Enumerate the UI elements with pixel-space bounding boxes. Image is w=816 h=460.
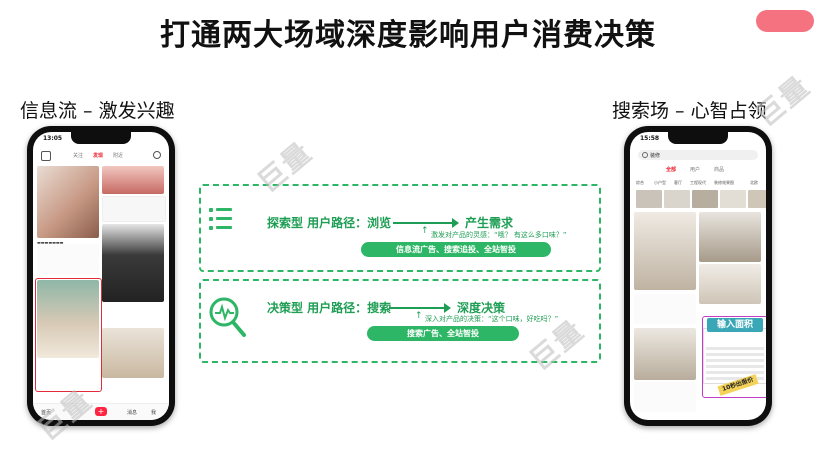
result-tabs: 全部 用户 商品 [630, 164, 766, 174]
explore-result: 产生需求 [465, 216, 514, 230]
right-phone-screen: 15:58 装修 全部 用户 商品 综合 小户型 客厅 工程现代 装修效果图 北… [630, 132, 766, 420]
page-title: 打通两大场域深度影响用户消费决策 [160, 18, 656, 53]
tab-users[interactable]: 用户 [690, 167, 701, 173]
magnifier-pulse-icon [209, 297, 246, 337]
decision-result: 深度决策 [457, 301, 506, 315]
tab-nearby[interactable]: 附近 [113, 153, 124, 159]
result-card-text[interactable] [634, 294, 696, 324]
result-card-room[interactable] [634, 328, 696, 380]
tab-messages[interactable]: 消息 [127, 410, 138, 416]
explore-ad-pill: 信息流广告、搜索追投、全站智投 [361, 242, 551, 257]
tab-all[interactable]: 全部 [666, 167, 677, 173]
thumb[interactable] [636, 190, 662, 208]
panel-explore: 探索型 用户路径：浏览 产生需求 ↑ 激发对产品的灵感：“哦？ 有这么多口味？”… [199, 184, 601, 272]
up-arrow-icon: ↑ [421, 226, 429, 236]
left-phone-screen: 13:05 关注 发现 附近 ▬▬▬▬▬▬▬ 首页 + 消息 我 [33, 132, 169, 420]
tab-home[interactable]: 首页 [41, 410, 52, 416]
tab-follow[interactable]: 关注 [73, 153, 84, 159]
result-card-text2[interactable] [634, 382, 696, 412]
left-section-label: 信息流 – 激发兴趣 [20, 100, 175, 122]
chip[interactable]: 小户型 [654, 180, 666, 185]
chip[interactable]: 综合 [636, 180, 644, 185]
arrow-icon [389, 303, 451, 313]
search-icon[interactable] [153, 151, 161, 159]
result-card-kitchen[interactable] [699, 264, 761, 304]
thumb[interactable] [748, 190, 766, 208]
chip[interactable]: 客厅 [674, 180, 682, 185]
explore-note: 激发对产品的灵感：“哦？ 有这么多口味？” [431, 231, 567, 239]
result-card-living[interactable] [699, 212, 761, 262]
left-phone-mockup: 13:05 关注 发现 附近 ▬▬▬▬▬▬▬ 首页 + 消息 我 [27, 126, 175, 426]
camera-icon[interactable] [41, 151, 51, 161]
feed-card-nails[interactable] [37, 166, 99, 238]
thumb[interactable] [664, 190, 690, 208]
search-query: 装修 [650, 153, 661, 159]
watermark: 巨量 [749, 69, 816, 134]
feed-card-text2[interactable] [37, 244, 99, 274]
panel-decision: 决策型 用户路径：搜索 深度决策 ↑ 深入对产品的决策：“这个口味，好吃吗？” … [199, 279, 601, 363]
tab-discover[interactable]: 发现 [93, 153, 104, 159]
phone-notch [668, 132, 728, 144]
explore-path-label: 探索型 用户路径：浏览 [267, 216, 392, 230]
feed-card-dress[interactable] [102, 224, 164, 302]
feed-top-nav: 关注 发现 附近 [33, 149, 169, 163]
red-blurred-badge [756, 10, 814, 32]
feed-card-caption: ▬▬▬▬▬▬▬ [37, 240, 64, 245]
decision-path-label: 决策型 用户路径：搜索 [267, 301, 392, 315]
ad-highlight-frame [35, 278, 102, 392]
ad-highlight-frame [702, 316, 766, 398]
thumb-row [630, 190, 766, 208]
right-section-label: 搜索场 – 心智占领 [612, 100, 767, 122]
up-arrow-icon: ↑ [415, 311, 423, 321]
thumb[interactable] [720, 190, 746, 208]
chip[interactable]: 装修效果图 [714, 180, 734, 185]
post-plus-button[interactable]: + [95, 407, 107, 416]
result-card-interior[interactable] [634, 212, 696, 290]
chip[interactable]: 工程现代 [690, 180, 706, 185]
status-time: 13:05 [43, 135, 63, 142]
thumb[interactable] [692, 190, 718, 208]
bottom-tab-bar: 首页 + 消息 我 [33, 403, 169, 420]
feed-card-lips[interactable] [102, 166, 164, 194]
tab-products[interactable]: 商品 [714, 167, 725, 173]
chip[interactable]: 北欧 [750, 180, 758, 185]
list-icon [209, 206, 233, 232]
right-phone-mockup: 15:58 装修 全部 用户 商品 综合 小户型 客厅 工程现代 装修效果图 北… [624, 126, 772, 426]
feed-card-room[interactable] [102, 328, 164, 378]
feed-card-ad[interactable] [37, 280, 99, 358]
input-area-button[interactable]: 输入面积 [707, 318, 763, 332]
search-icon [642, 152, 648, 158]
filter-chips: 综合 小户型 客厅 工程现代 装修效果图 北欧 [630, 178, 766, 188]
tab-me[interactable]: 我 [151, 410, 157, 416]
phone-notch [71, 132, 131, 144]
arrow-icon [393, 218, 459, 228]
status-time: 15:58 [640, 135, 660, 142]
decision-ad-pill: 搜索广告、全站智投 [367, 326, 519, 341]
feed-card-text[interactable] [102, 196, 166, 222]
decision-note: 深入对产品的决策：“这个口味，好吃吗？” [425, 315, 559, 323]
search-bar[interactable]: 装修 [638, 150, 758, 160]
